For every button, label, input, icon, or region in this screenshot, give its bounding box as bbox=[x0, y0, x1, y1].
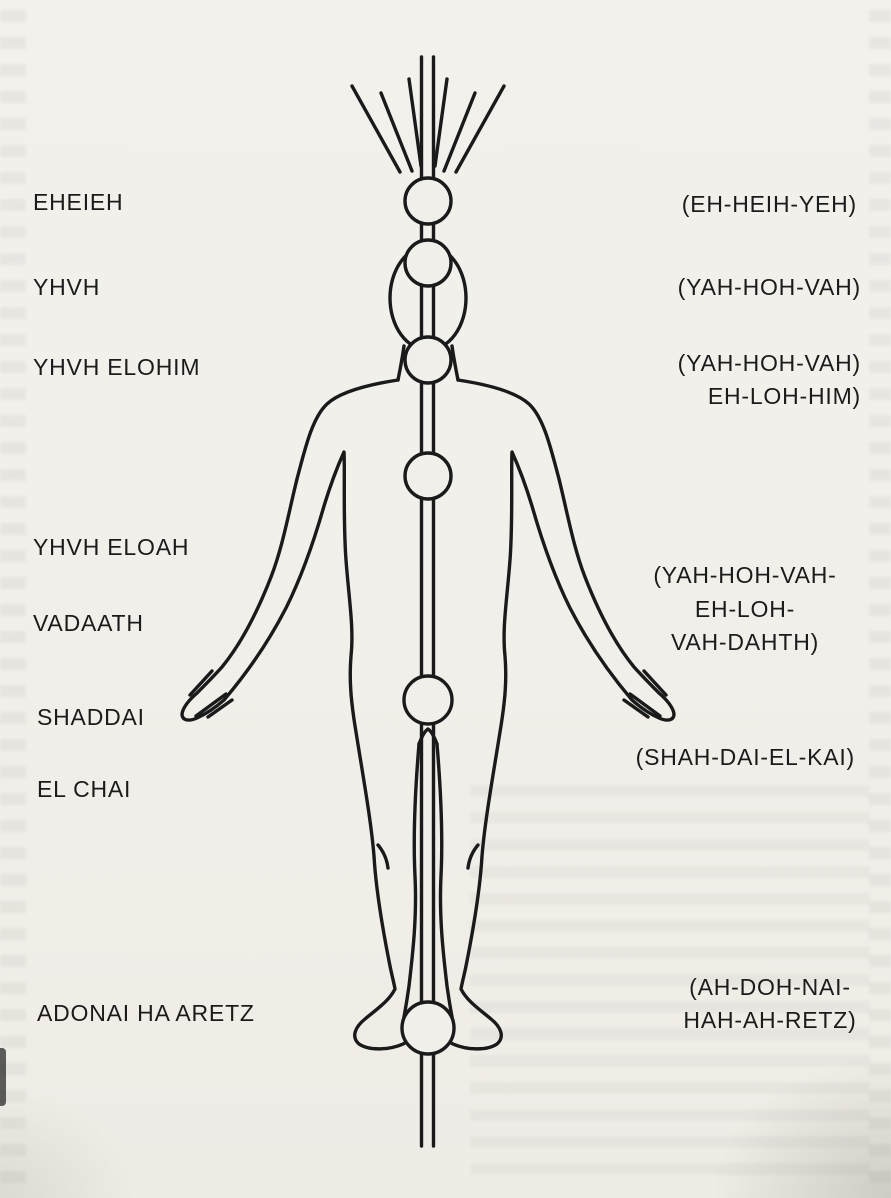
divine-name-yhvh: YHVH bbox=[33, 274, 101, 300]
pronunciation-yhvh: (YAH-HOH-VAH) bbox=[677, 274, 861, 300]
neck-left-line bbox=[396, 344, 406, 382]
central-pillar-line bbox=[419, 55, 436, 1148]
inner-leg-left bbox=[401, 742, 421, 1024]
divine-name-yhvh-elohim: YHVH ELOHIM bbox=[33, 354, 201, 380]
knee-left-line bbox=[376, 843, 390, 870]
sphere-crown bbox=[403, 176, 453, 226]
knee-right-line bbox=[466, 843, 480, 870]
neck-right-line bbox=[450, 344, 460, 382]
sphere-genitals bbox=[402, 674, 454, 726]
pronunciation-line: VAH-DAHTH) bbox=[670, 629, 820, 655]
pronunciation-shaddai-el-chai: (SHAH-DAI-EL-KAI) bbox=[635, 744, 855, 770]
pronunciation-yhvh-eloah-vadaath: (YAH-HOH-VAH- EH-LOH- VAH-DAHTH) bbox=[600, 559, 890, 660]
sphere-feet bbox=[400, 1000, 456, 1056]
crotch-line bbox=[417, 727, 439, 746]
sphere-head bbox=[403, 238, 453, 288]
pronunciation-line: HAH-AH-RETZ) bbox=[683, 1007, 857, 1033]
divine-name-yhvh-eloah: YHVH ELOAH bbox=[33, 534, 190, 560]
pronunciation-yhvh-elohim: (YAH-HOH-VAH) EH-LOH-HIM) bbox=[678, 347, 861, 413]
sphere-heart bbox=[403, 451, 453, 501]
scan-edge-mark bbox=[0, 1048, 6, 1106]
pronunciation-eheieh: (EH-HEIH-YEH) bbox=[681, 191, 857, 217]
divine-name-adonai-ha-aretz: ADONAI HA ARETZ bbox=[37, 1000, 255, 1026]
divine-name-shaddai: SHADDAI bbox=[37, 704, 145, 730]
inner-leg-right bbox=[435, 742, 455, 1024]
divine-name-eheieh: EHEIEH bbox=[33, 189, 124, 215]
pronunciation-line: (YAH-HOH-VAH- bbox=[653, 562, 837, 588]
divine-name-vadaath: VADAATH bbox=[33, 610, 144, 636]
hand-right-fingers bbox=[622, 669, 668, 719]
crown-rays-icon bbox=[350, 77, 506, 174]
pronunciation-line: (YAH-HOH-VAH) bbox=[677, 350, 861, 376]
pronunciation-adonai-ha-aretz: (AH-DOH-NAI- HAH-AH-RETZ) bbox=[650, 971, 890, 1037]
divine-name-el-chai: EL CHAI bbox=[37, 776, 132, 802]
hand-left-fingers bbox=[188, 669, 234, 719]
sphere-throat bbox=[403, 335, 453, 385]
body-outline-left bbox=[180, 378, 417, 1051]
pronunciation-line: (AH-DOH-NAI- bbox=[689, 974, 851, 1000]
pronunciation-line: EH-LOH- bbox=[694, 595, 796, 622]
pronunciation-line: EH-LOH-HIM) bbox=[707, 383, 861, 409]
body-outline-right bbox=[439, 378, 676, 1051]
